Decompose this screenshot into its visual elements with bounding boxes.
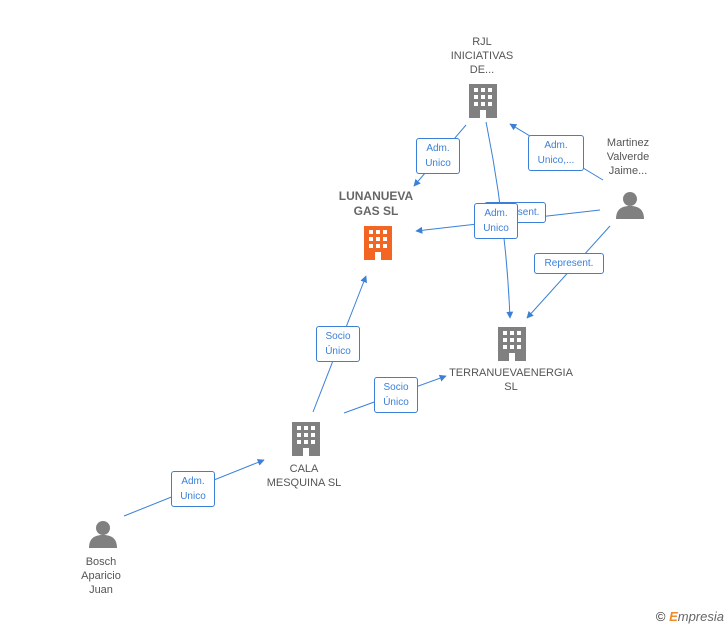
edge-label-bosch-cala[interactable]: Adm. Unico [171, 471, 215, 507]
copyright-icon: © [655, 609, 666, 624]
node-label-cala[interactable]: CALA MESQUINA SL [266, 463, 342, 489]
node-label-martinez[interactable]: Martinez Valverde Jaime... [606, 137, 650, 177]
node-label-rjl[interactable]: RJL INICIATIVAS DE... [450, 36, 514, 76]
edge-lines [123, 121, 611, 517]
node-label-lunanueva[interactable]: LUNANUEVA GAS SL [338, 189, 414, 218]
edge-label-rjl-lunanueva[interactable]: Adm. Unico [416, 138, 460, 174]
brand-logo-initial: E [669, 609, 678, 624]
footer-brand: © Empresia [656, 609, 724, 624]
building-icon[interactable] [498, 327, 526, 361]
person-icon[interactable] [616, 192, 644, 219]
edge-label-cala-terranueva[interactable]: Socio Único [374, 377, 418, 413]
person-icon[interactable] [89, 521, 117, 548]
brand-logo-text: mpresia [677, 609, 724, 624]
edge-label-martinez-rjl[interactable]: Adm. Unico,... [528, 135, 584, 171]
edge-label-cala-lunanueva[interactable]: Socio Único [316, 326, 360, 362]
edge-label-rjl-terranueva[interactable]: Adm. Unico [474, 203, 518, 239]
node-label-bosch[interactable]: Bosch Aparicio Juan [81, 556, 121, 596]
building-icon[interactable] [469, 84, 497, 118]
node-label-terranueva[interactable]: TERRANUEVAENERGIA SL [449, 367, 573, 393]
edge-label-martinez-terranueva[interactable]: Represent. [534, 253, 604, 274]
building-icon-highlighted[interactable] [364, 226, 392, 260]
building-icon[interactable] [292, 422, 320, 456]
